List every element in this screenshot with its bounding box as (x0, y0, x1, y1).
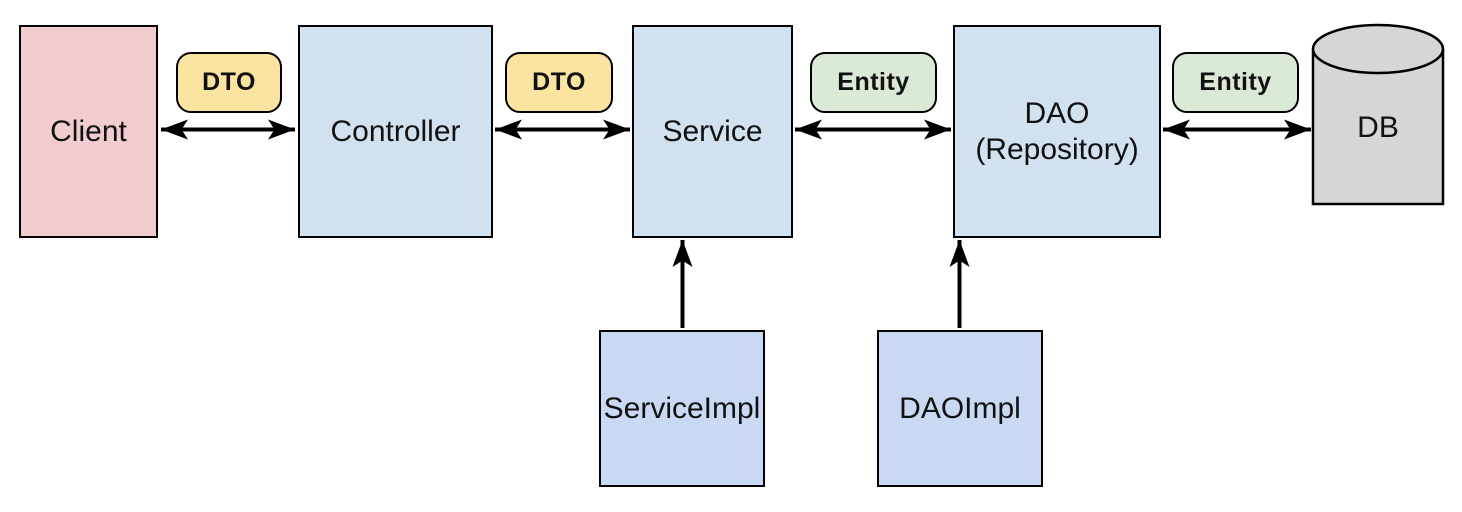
node-daoimpl-label: DAOImpl (899, 391, 1021, 425)
badge-dto-1: DTO (176, 52, 282, 113)
node-db: DB (1313, 25, 1443, 231)
node-controller: Controller (298, 25, 493, 238)
badge-entity-1-label: Entity (837, 68, 910, 96)
node-dao-label: DAO (1024, 96, 1090, 130)
node-client: Client (19, 25, 158, 238)
node-daoimpl: DAOImpl (877, 330, 1043, 487)
node-serviceimpl-label: ServiceImpl (603, 391, 761, 425)
node-service-label: Service (662, 114, 763, 148)
node-service: Service (632, 25, 793, 238)
node-controller-label: Controller (330, 114, 461, 148)
node-serviceimpl: ServiceImpl (599, 330, 765, 487)
node-client-label: Client (50, 114, 127, 148)
node-dao-sublabel: (Repository) (975, 132, 1139, 166)
node-dao-label-group: DAO (Repository) (975, 96, 1138, 168)
badge-entity-1: Entity (810, 52, 937, 113)
node-db-label: DB (1357, 111, 1399, 144)
database-cylinder-icon (1311, 23, 1445, 206)
badge-dto-1-label: DTO (202, 68, 256, 96)
badge-entity-2-label: Entity (1199, 68, 1272, 96)
node-dao: DAO (Repository) (953, 25, 1161, 238)
badge-entity-2: Entity (1172, 52, 1299, 113)
badge-dto-2-label: DTO (532, 68, 586, 96)
badge-dto-2: DTO (505, 52, 613, 113)
